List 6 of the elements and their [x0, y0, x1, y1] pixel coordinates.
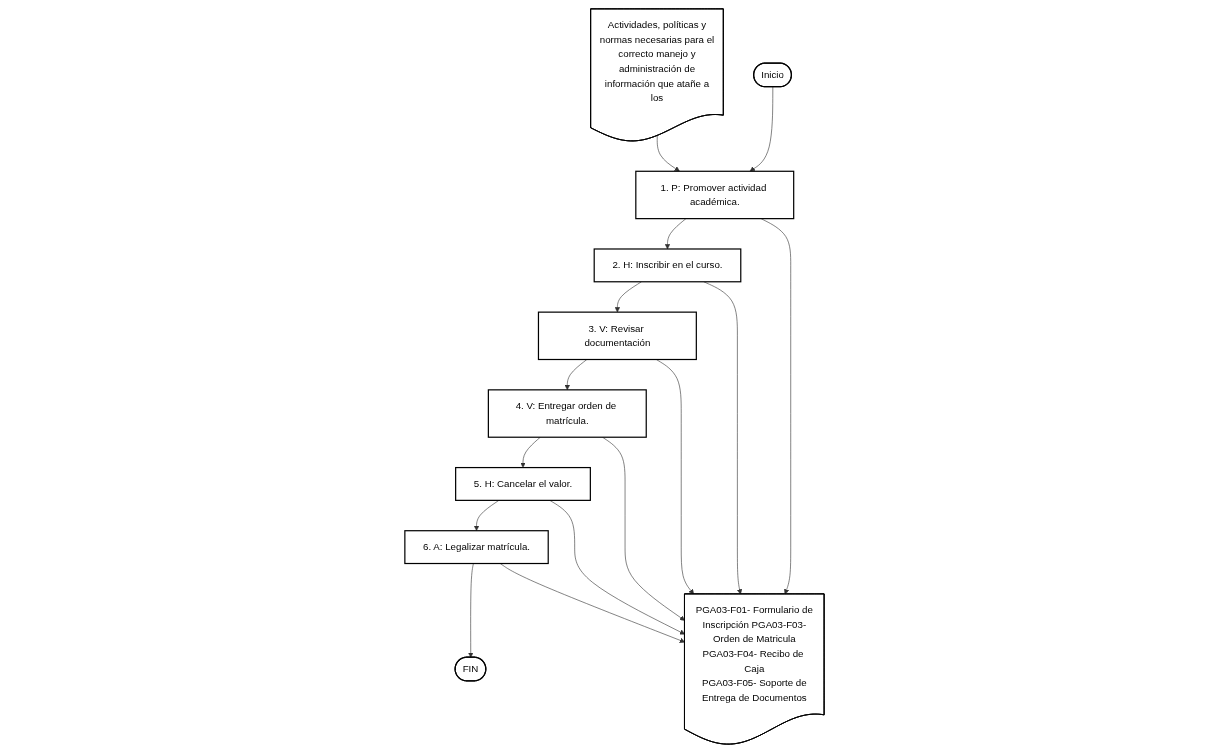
node-box: 4. V: Entregar orden de matrícula.	[487, 389, 647, 438]
node-box: 3. V: Revisar documentación	[537, 311, 697, 361]
node-box: 5. H: Cancelar el valor.	[454, 466, 591, 501]
node-box: 2. H: Inscribir en el curso.	[593, 248, 741, 283]
node-box: 6. A: Legalizar matrícula.	[403, 530, 549, 565]
node-box: 1. P: Promover actividad académica.	[634, 170, 794, 220]
